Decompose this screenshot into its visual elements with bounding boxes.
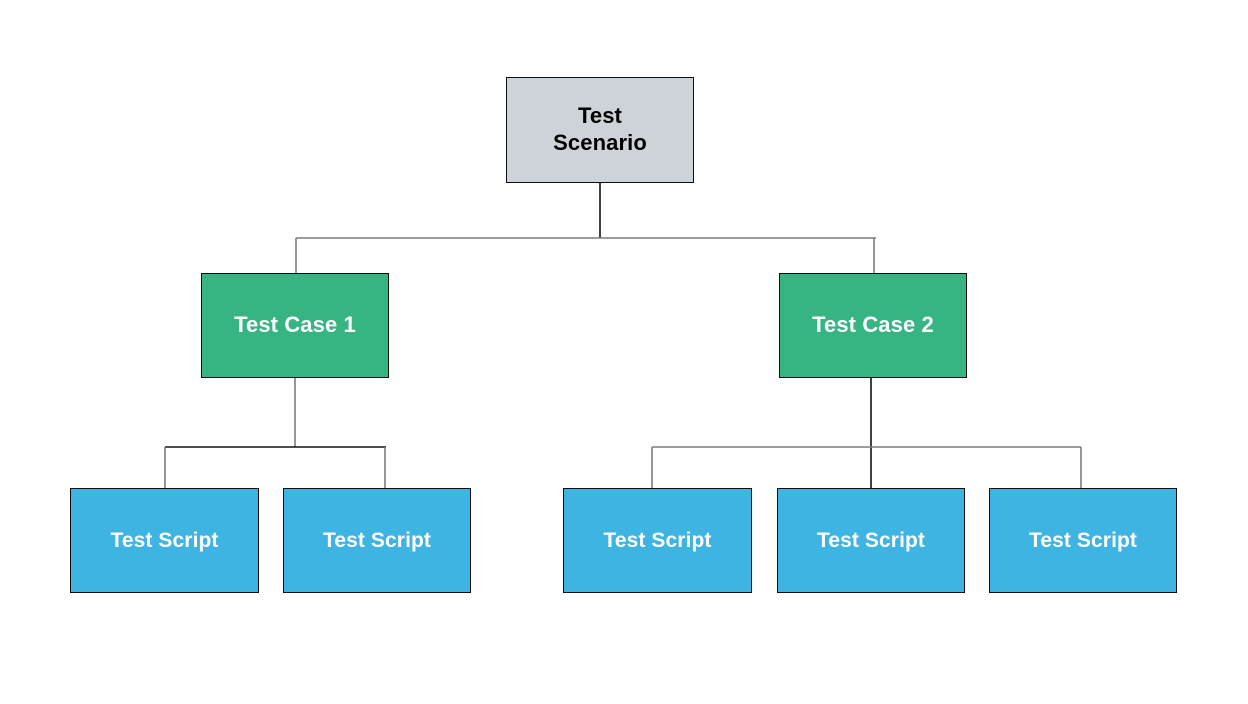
node-label: Test Script: [1028, 528, 1138, 552]
node-label: Test Script: [110, 528, 219, 552]
node-label: Test Script: [816, 528, 926, 552]
node-test-script-1[interactable]: Test Script: [70, 488, 259, 593]
node-label: Test Case 1: [234, 312, 356, 338]
node-label: Test Scenario: [553, 103, 647, 155]
node-test-script-3[interactable]: Test Script: [563, 488, 752, 593]
node-test-case-1[interactable]: Test Case 1: [201, 273, 389, 378]
node-label: Test Case 2: [812, 312, 934, 338]
node-label: Test Script: [322, 528, 432, 552]
node-test-script-4[interactable]: Test Script: [777, 488, 965, 593]
node-test-case-2[interactable]: Test Case 2: [779, 273, 967, 378]
node-test-scenario[interactable]: Test Scenario: [506, 77, 694, 183]
node-test-script-2[interactable]: Test Script: [283, 488, 471, 593]
node-label: Test Script: [603, 528, 712, 552]
node-test-script-5[interactable]: Test Script: [989, 488, 1177, 593]
